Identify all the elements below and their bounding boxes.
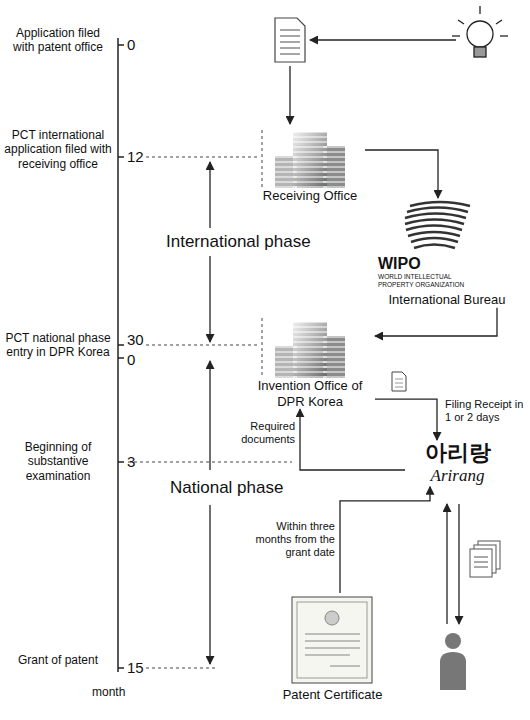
flow-arrow [289, 66, 290, 124]
wipo-logo [405, 214, 466, 219]
phase-arrow [209, 256, 210, 342]
exchange-arrow [447, 504, 459, 624]
axis-unit: month [92, 685, 125, 699]
edge-label: Filing Receipt in 1 or 2 days [444, 398, 526, 424]
timeline-axis [117, 38, 119, 672]
office-building [275, 132, 345, 378]
document-stack [474, 557, 488, 558]
dashed-guide [146, 345, 258, 346]
person-icon [440, 652, 466, 690]
dashed-guide [262, 318, 263, 378]
wipo-logo [408, 232, 460, 236]
arirang-logo: 아리랑Arirang [405, 440, 510, 487]
lightbulb-icon [496, 20, 502, 24]
exchange-arrow [458, 504, 459, 624]
month-number: 0 [127, 36, 135, 54]
wipo-logo [411, 238, 458, 242]
document-icon [275, 18, 305, 62]
wipo-logo [410, 202, 470, 206]
wipo-bureau: WIPOWORLD INTELLECTUAL PROPERTY ORGANIZA… [372, 198, 522, 308]
lightbulb-icon [452, 6, 508, 57]
lightbulb-icon [458, 20, 464, 24]
wipo-logo [414, 245, 455, 249]
certificate-image [292, 597, 372, 683]
timeline-axis [118, 667, 124, 669]
month-number: 0 [127, 351, 135, 369]
node-label: WIPO [378, 254, 522, 273]
month-number: 12 [127, 148, 144, 166]
node-label: WORLD INTELLECTUAL PROPERTY ORGANIZATION [378, 273, 478, 288]
edge-label: Required documents [226, 420, 296, 446]
node-label: International Bureau [372, 292, 522, 308]
flow-arrow [290, 40, 456, 124]
certificate-image [325, 611, 339, 625]
timeline-axis [118, 344, 124, 346]
receipt-icon [392, 372, 406, 391]
flow-arrow [365, 150, 438, 198]
node-label: 아리랑 [405, 440, 510, 466]
dashed-guide [146, 157, 258, 158]
timeline-axis [118, 461, 124, 463]
lightbulb-icon [474, 47, 486, 57]
flow-arrow [300, 409, 405, 470]
timeline-axis [118, 156, 124, 158]
edge-label: Within three months from the grant date [244, 520, 336, 560]
flow-arrow [375, 399, 437, 440]
month-number: 15 [127, 659, 144, 677]
node-label: Patent Certificate [270, 687, 395, 703]
dashed-guide [146, 668, 215, 669]
flow-arrow [310, 39, 456, 40]
wipo-logo [406, 226, 462, 231]
wipo-logo [407, 208, 468, 213]
node-label: Invention Office of DPR Korea [245, 378, 375, 409]
dashed-guide [262, 130, 263, 190]
exchange-arrow [446, 504, 447, 624]
document-stack [474, 562, 488, 563]
document-stack [470, 541, 500, 577]
wipo-logo [405, 202, 470, 248]
lightbulb-icon [479, 6, 480, 14]
timeline-axis [118, 38, 124, 672]
phase-label: National phase [170, 478, 283, 498]
timeline-label: PCT national phase entry in DPR Korea [4, 331, 112, 360]
receipt-icon [392, 372, 406, 391]
phase-arrow [209, 361, 210, 470]
person-icon [440, 633, 466, 690]
month-number: 3 [127, 453, 135, 471]
timeline-axis [118, 357, 124, 359]
certificate-image [297, 602, 367, 678]
lightbulb-icon [500, 35, 508, 36]
patent-certificate: Patent Certificate [270, 593, 395, 703]
wipo-logo [405, 220, 464, 225]
certificate-image [292, 597, 372, 683]
node-label: Receiving Office [255, 188, 365, 204]
dashed-guide [128, 130, 292, 668]
timeline-label: PCT international application filed with… [4, 128, 112, 171]
document-icon [275, 18, 305, 62]
office-building [275, 322, 345, 378]
lightbulb-icon [467, 21, 493, 47]
receiving-office: Receiving Office [255, 126, 365, 204]
document-stack [470, 549, 492, 577]
timeline-label: Application filed with patent office [4, 26, 112, 55]
lightbulb-icon [452, 35, 460, 36]
flow-arrow [375, 308, 497, 336]
phase-arrow [209, 505, 210, 664]
document-stack [474, 567, 488, 568]
month-number: 30 [127, 331, 144, 349]
phase-label: International phase [166, 232, 311, 252]
person-icon [445, 633, 461, 649]
phase-arrow [209, 162, 210, 228]
timeline-axis [118, 44, 124, 46]
flow-arrow [340, 487, 430, 593]
timeline-label: Beginning of substantive examination [4, 440, 112, 483]
invention-office: Invention Office of DPR Korea [245, 316, 375, 409]
node-label: Arirang [405, 466, 510, 486]
timeline-label: Grant of patent [4, 653, 112, 667]
office-building [275, 132, 345, 188]
